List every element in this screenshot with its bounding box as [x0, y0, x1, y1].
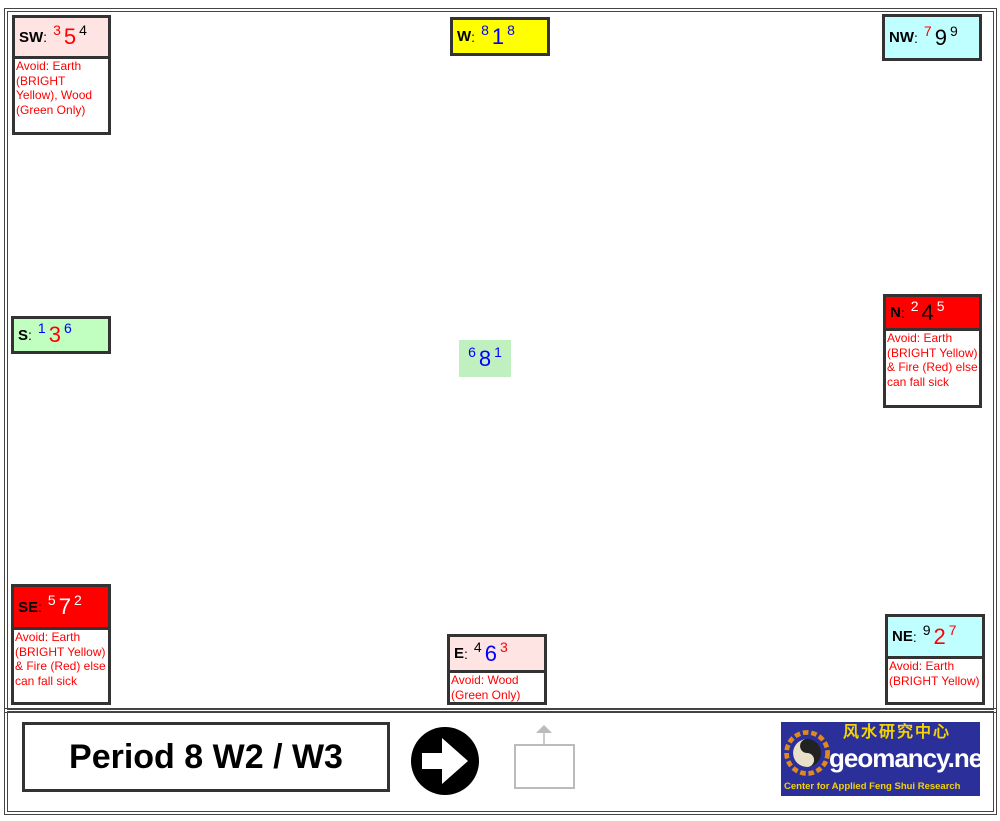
- water-star: 5: [936, 297, 945, 314]
- base-star: 2: [933, 623, 946, 649]
- base-star: 7: [58, 594, 71, 619]
- footer-panel: [4, 708, 997, 815]
- water-star: 2: [73, 592, 82, 608]
- center-mountain-star: 6: [468, 343, 476, 360]
- sector-note: Avoid: Earth (BRIGHT Yellow) & Fire (Red…: [883, 331, 982, 408]
- mountain-star: 5: [47, 592, 56, 608]
- base-star: 3: [48, 322, 61, 347]
- sector-label: E: [454, 645, 465, 662]
- sector-note: Avoid: Wood (Green Only): [447, 673, 547, 705]
- water-star: 6: [63, 320, 72, 336]
- colon: :: [38, 599, 42, 615]
- up-arrow-box-icon[interactable]: [512, 723, 576, 791]
- sector-label: N: [890, 304, 901, 321]
- center-base-star: 8: [478, 345, 492, 371]
- mountain-star: 1: [37, 320, 46, 336]
- base-star: 9: [934, 24, 947, 50]
- mountain-star: 7: [923, 22, 932, 39]
- mountain-star: 2: [910, 297, 919, 314]
- sector-label: NW: [889, 29, 914, 46]
- sector-label: S: [18, 326, 29, 344]
- sector-label: NE: [892, 628, 913, 645]
- sector-label: SW: [19, 28, 44, 46]
- mountain-star: 4: [473, 638, 482, 655]
- colon: :: [43, 29, 48, 45]
- colon: :: [914, 29, 918, 46]
- center-palace: 6 8 1: [459, 340, 511, 377]
- logo-name: geomancy.net: [829, 743, 980, 773]
- base-star: 1: [491, 23, 505, 49]
- geomancy-logo[interactable]: 风水研究中心 geomancy.net Center for Applied F…: [781, 722, 980, 796]
- sector-note: Avoid: Earth (BRIGHT Yellow): [885, 659, 985, 705]
- colon: :: [900, 304, 905, 321]
- center-water-star: 1: [494, 343, 502, 360]
- base-star: 6: [484, 640, 497, 666]
- mountain-star: 3: [53, 22, 61, 38]
- mountain-star: 9: [922, 621, 931, 638]
- sector-label: SE: [18, 598, 39, 616]
- water-star: 7: [948, 621, 957, 638]
- logo-tagline: Center for Applied Feng Shui Research: [784, 781, 961, 792]
- sector-note: Avoid: Earth (BRIGHT Yellow) & Fire (Red…: [11, 630, 111, 705]
- mountain-star: 8: [481, 21, 489, 38]
- colon: :: [464, 645, 468, 662]
- colon: :: [471, 28, 476, 45]
- base-star: 5: [63, 24, 77, 49]
- period-title: Period 8 W2 / W3: [22, 722, 390, 792]
- base-star: 4: [921, 299, 934, 325]
- logo-chinese: 风水研究中心: [843, 722, 952, 741]
- sector-label: W: [457, 28, 472, 45]
- sector-note: Avoid: Earth (BRIGHT Yellow), Wood (Gree…: [12, 59, 111, 135]
- colon: :: [912, 628, 917, 645]
- water-star: 8: [507, 21, 515, 38]
- yin-yang-icon: [784, 730, 830, 776]
- water-star: 4: [79, 22, 87, 38]
- arrow-right-circle-icon[interactable]: [410, 726, 480, 796]
- colon: :: [28, 327, 32, 343]
- water-star: 9: [949, 22, 958, 39]
- water-star: 3: [499, 638, 508, 655]
